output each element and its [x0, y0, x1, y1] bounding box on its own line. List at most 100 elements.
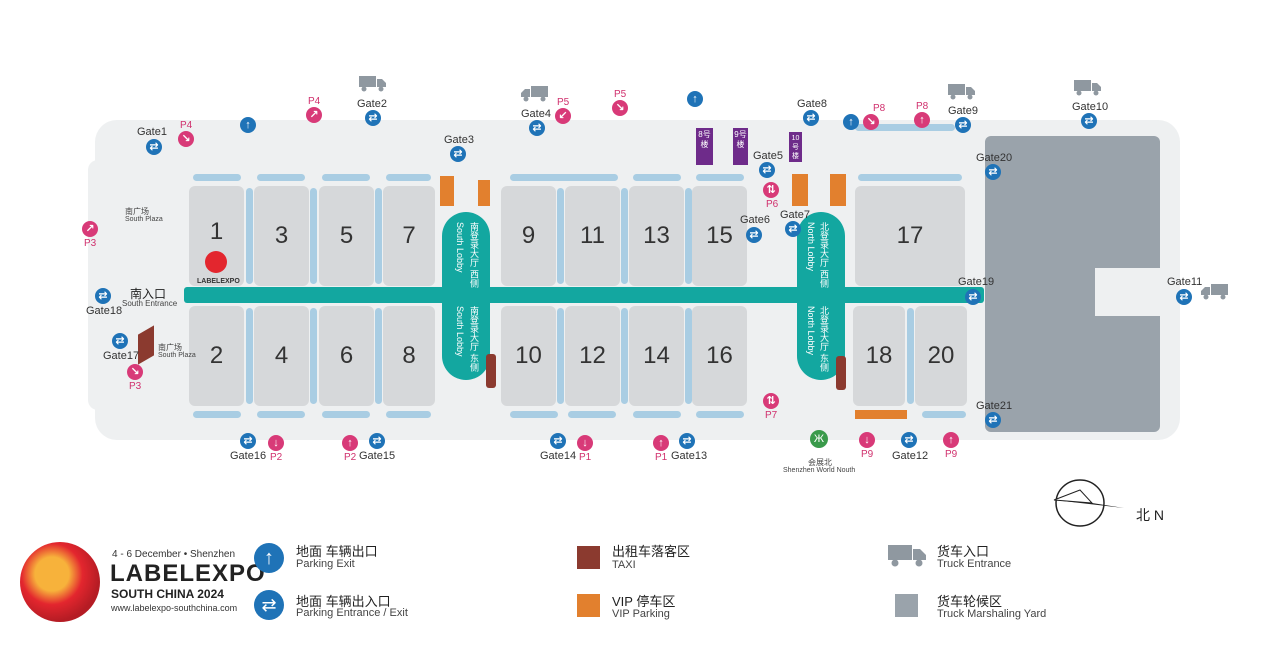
- hall-7[interactable]: 7: [383, 186, 435, 286]
- hall-4[interactable]: 4: [254, 306, 309, 406]
- parking-p4-label: P4: [308, 96, 321, 107]
- gate-12[interactable]: Gate12: [892, 450, 929, 462]
- hall-16[interactable]: 16: [692, 306, 747, 406]
- parking-p2-icon[interactable]: ↓: [268, 435, 284, 451]
- parking-entry-exit-icon[interactable]: ⇄: [985, 412, 1001, 428]
- hall-11[interactable]: 11: [565, 186, 620, 286]
- hall-5[interactable]: 5: [319, 186, 374, 286]
- parking-p1-icon[interactable]: ↓: [577, 435, 593, 451]
- parking-entry-exit-icon[interactable]: ⇄: [369, 433, 385, 449]
- gate-14[interactable]: Gate14: [540, 450, 577, 462]
- parking-entry-exit-icon[interactable]: ⇄: [679, 433, 695, 449]
- hall-6[interactable]: 6: [319, 306, 374, 406]
- north-lobby-west-en: North Lobby: [806, 222, 816, 272]
- parking-p5-icon[interactable]: ↘: [612, 100, 628, 116]
- parking-p8-icon[interactable]: ↘: [863, 114, 879, 130]
- gate-10[interactable]: Gate10: [1072, 101, 1109, 113]
- hall-17[interactable]: 17: [855, 186, 965, 286]
- walkway: [375, 188, 382, 284]
- parking-exit-icon[interactable]: ↑: [687, 91, 703, 107]
- parking-entry-exit-icon[interactable]: ⇄: [759, 162, 775, 178]
- gate-16[interactable]: Gate16: [230, 450, 267, 462]
- gate-7[interactable]: Gate7: [780, 209, 810, 221]
- parking-p6-icon[interactable]: ⇅: [763, 182, 779, 198]
- hall-number: 13: [643, 222, 670, 249]
- gate-5[interactable]: Gate5: [753, 150, 783, 162]
- parking-p3-icon[interactable]: ↘: [127, 364, 143, 380]
- gate-8[interactable]: Gate8: [797, 98, 827, 110]
- gate-6[interactable]: Gate6: [740, 214, 770, 226]
- parking-entry-exit-icon[interactable]: ⇄: [955, 117, 971, 133]
- parking-p9-icon[interactable]: ↑: [943, 432, 959, 448]
- hall-2[interactable]: 2: [189, 306, 244, 406]
- parking-entry-exit-icon[interactable]: ⇄: [785, 221, 801, 237]
- parking-p2-icon[interactable]: ↑: [342, 435, 358, 451]
- south-lobby[interactable]: [442, 212, 490, 380]
- gate-9[interactable]: Gate9: [948, 105, 978, 117]
- gate-11[interactable]: Gate11: [1167, 276, 1203, 288]
- hall-10[interactable]: 10: [501, 306, 556, 406]
- brand-url[interactable]: www.labelexpo-southchina.com: [111, 603, 238, 613]
- parking-exit-icon[interactable]: ↑: [843, 114, 859, 130]
- hall-9[interactable]: 9: [501, 186, 556, 286]
- hall-15[interactable]: 15: [692, 186, 747, 286]
- legend-truck-en: Truck Entrance: [937, 558, 1012, 570]
- walkway: [322, 411, 370, 418]
- parking-exit-icon[interactable]: ↑: [240, 117, 256, 133]
- hall-12[interactable]: 12: [565, 306, 620, 406]
- parking-entry-exit-icon[interactable]: ⇄: [112, 333, 128, 349]
- parking-p4-icon[interactable]: ↘: [178, 131, 194, 147]
- gate-17[interactable]: Gate17: [103, 350, 140, 362]
- parking-entry-exit-icon[interactable]: ⇄: [985, 164, 1001, 180]
- gate-15[interactable]: Gate15: [359, 450, 396, 462]
- parking-entry-exit-icon[interactable]: ⇄: [95, 288, 111, 304]
- parking-entry-exit-icon[interactable]: ⇄: [240, 433, 256, 449]
- parking-p5-icon[interactable]: ↙: [555, 108, 571, 124]
- parking-entry-exit-icon[interactable]: ⇄: [146, 139, 162, 155]
- parking-p7-icon[interactable]: ⇅: [763, 393, 779, 409]
- hall-13[interactable]: 13: [629, 186, 684, 286]
- gate-1[interactable]: Gate1: [137, 126, 167, 138]
- parking-p9-icon[interactable]: ↓: [859, 432, 875, 448]
- parking-entry-exit-icon[interactable]: ⇄: [803, 110, 819, 126]
- gate-2[interactable]: Gate2: [357, 98, 387, 110]
- gate-20[interactable]: Gate20: [976, 152, 1013, 164]
- hall-number: 17: [896, 222, 924, 249]
- truck-icon: [359, 76, 386, 92]
- walkway: [685, 188, 692, 284]
- parking-p4-icon[interactable]: ↗: [306, 107, 322, 123]
- hall-8[interactable]: 8: [383, 306, 435, 406]
- walkway: [696, 411, 744, 418]
- parking-entry-exit-icon[interactable]: ⇄: [1176, 289, 1192, 305]
- parking-p1-icon[interactable]: ↑: [653, 435, 669, 451]
- brand-dates: 4 - 6 December • Shenzhen: [112, 549, 236, 560]
- hall-3[interactable]: 3: [254, 186, 309, 286]
- vip-parking-area: [478, 180, 490, 206]
- parking-entry-exit-icon[interactable]: ⇄: [529, 120, 545, 136]
- hall-18[interactable]: 18: [853, 306, 905, 406]
- gate-13[interactable]: Gate13: [671, 450, 708, 462]
- walkway: [386, 411, 431, 418]
- parking-p4-label: P4: [180, 120, 193, 131]
- parking-entry-exit-icon[interactable]: ⇄: [901, 432, 917, 448]
- gate-4[interactable]: Gate4: [521, 108, 551, 120]
- vip-parking-area: [792, 174, 808, 206]
- parking-entry-exit-icon[interactable]: ⇄: [450, 146, 466, 162]
- walkway: [310, 188, 317, 284]
- parking-entry-exit-icon[interactable]: ⇄: [1081, 113, 1097, 129]
- parking-entry-exit-icon[interactable]: ⇄: [965, 289, 981, 305]
- gate-21[interactable]: Gate21: [976, 400, 1013, 412]
- parking-entry-exit-icon[interactable]: ⇄: [365, 110, 381, 126]
- gate-18[interactable]: Gate18: [86, 305, 123, 317]
- parking-p8-icon[interactable]: ↑: [914, 112, 930, 128]
- legend-entry-exit-cn: 地面 车辆出入口: [296, 594, 391, 609]
- parking-entry-exit-icon[interactable]: ⇄: [550, 433, 566, 449]
- gate-3[interactable]: Gate3: [444, 134, 474, 146]
- gate-19[interactable]: Gate19: [958, 276, 995, 288]
- parking-entry-exit-icon[interactable]: ⇄: [746, 227, 762, 243]
- parking-p3-icon[interactable]: ↗: [82, 221, 98, 237]
- north-lobby[interactable]: [797, 212, 845, 380]
- hall-20[interactable]: 20: [915, 306, 967, 406]
- hall-14[interactable]: 14: [629, 306, 684, 406]
